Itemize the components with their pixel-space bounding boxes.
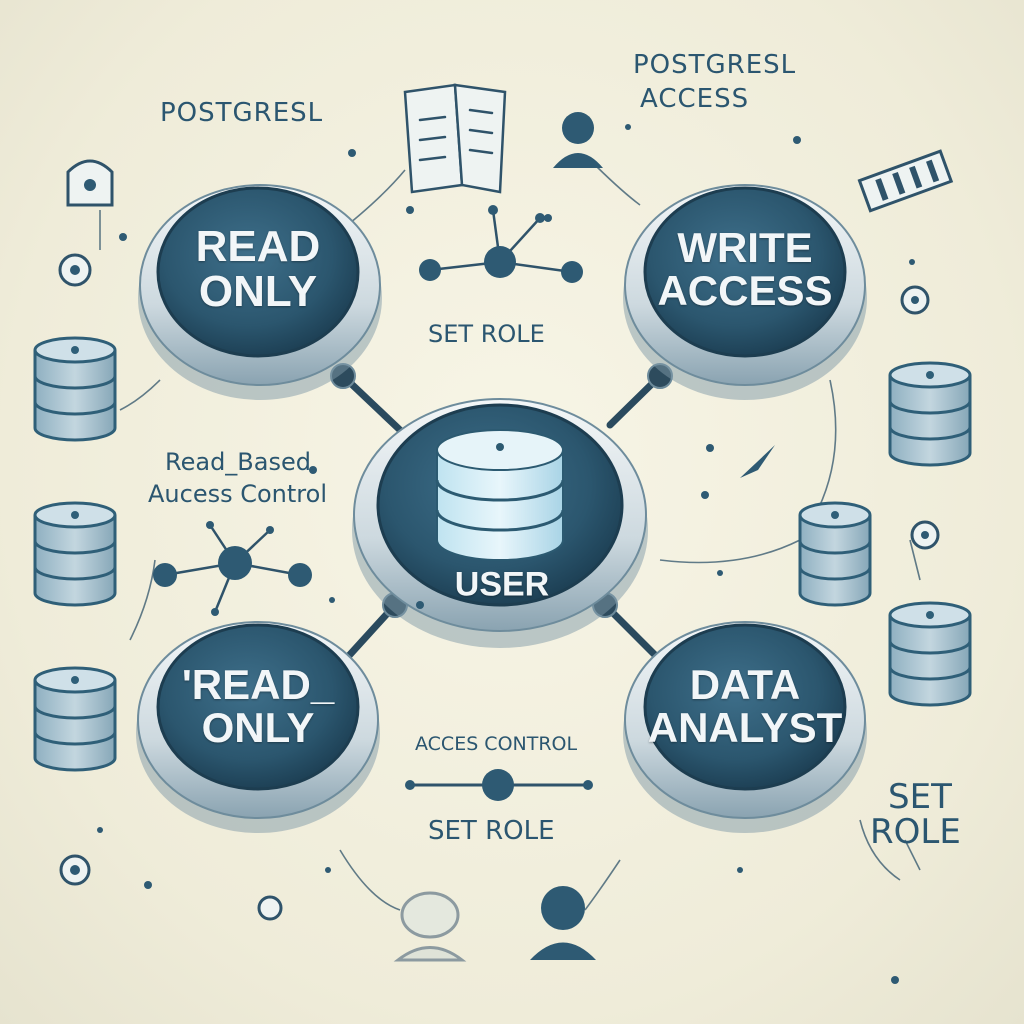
database-icon <box>33 666 117 772</box>
node-read-only-top[interactable] <box>138 184 382 400</box>
node-label-data-analyst: DATA ANALYST <box>647 661 843 751</box>
database-icon <box>33 336 117 442</box>
label-set-role-top: SET ROLE <box>428 320 545 348</box>
database-icon <box>435 429 565 561</box>
database-stacks <box>33 336 972 772</box>
chip-icon <box>857 149 954 213</box>
label-set-role-right-1: SET <box>888 777 952 817</box>
network-icon-left <box>153 521 312 616</box>
label-read-based: Read_Based <box>165 448 311 476</box>
label-set-role-right-2: ROLE <box>870 812 961 852</box>
label-postgresql-right: POSTGRESL <box>633 50 797 80</box>
node-data-analyst[interactable] <box>623 621 867 833</box>
lock-icon <box>66 159 114 207</box>
node-label-read-only-bottom: 'READ_ ONLY <box>181 661 335 751</box>
user-icon <box>393 891 467 962</box>
label-postgresql-left: POSTGRESL <box>160 98 324 128</box>
node-label-user: USER <box>454 565 550 604</box>
document-icon <box>403 83 507 194</box>
node-read-only-bottom[interactable] <box>136 621 380 833</box>
database-icon <box>798 501 872 607</box>
database-icon <box>888 361 972 467</box>
node-write-access[interactable] <box>623 184 867 400</box>
network-icon-bottom <box>405 769 593 801</box>
scattered-dots <box>97 124 915 984</box>
cursor-icon <box>740 445 775 478</box>
node-user[interactable] <box>352 398 648 648</box>
label-access-right: ACCESS <box>640 84 750 114</box>
user-icon <box>553 112 603 168</box>
node-label-read-only-top: READ ONLY <box>195 222 321 316</box>
database-icon <box>33 501 117 607</box>
node-label-write-access: WRITE ACCESS <box>657 224 833 314</box>
badge-dots <box>70 265 929 875</box>
user-icon <box>530 886 596 960</box>
label-set-role-bottom: SET ROLE <box>428 816 555 846</box>
network-icon-top <box>419 205 583 283</box>
label-access-control-left: Aucess Control <box>148 480 327 508</box>
database-icon <box>888 601 972 707</box>
label-acces-control-bottom: ACCES CONTROL <box>415 733 578 755</box>
